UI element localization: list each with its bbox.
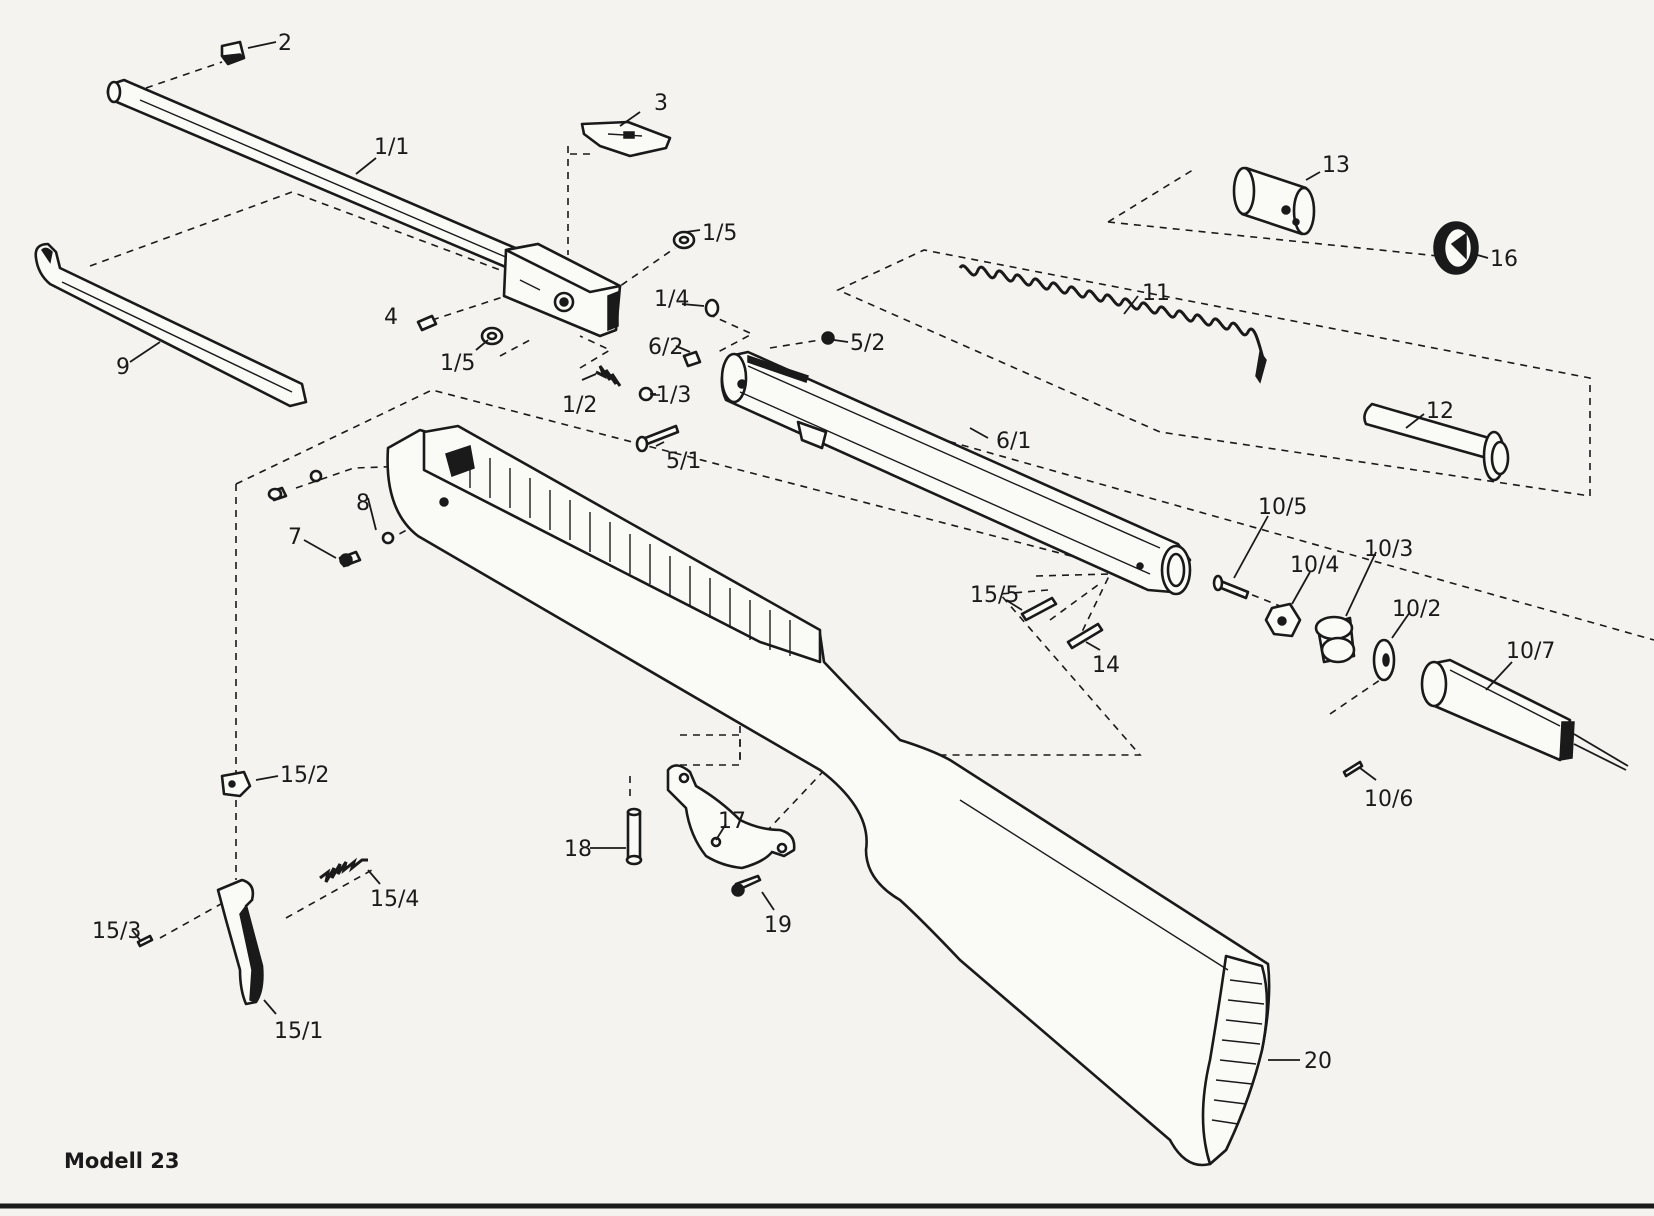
part-13-cylinder xyxy=(1232,166,1316,236)
label-12: 12 xyxy=(1426,399,1454,424)
pins-15-5-and-14 xyxy=(1020,596,1104,650)
part-11-mainspring xyxy=(958,264,1267,384)
label-5-1: 5/1 xyxy=(666,449,701,474)
label-10-4: 10/4 xyxy=(1290,553,1339,578)
parts-7-8-screws xyxy=(267,469,395,568)
trigger-guard-parts xyxy=(625,764,796,897)
label-8: 8 xyxy=(356,491,370,516)
leader-lines xyxy=(129,41,1513,1061)
label-1-5-lower: 1/5 xyxy=(440,351,475,376)
part-1-1-barrel xyxy=(106,78,622,338)
label-1-3: 1/3 xyxy=(656,383,691,408)
label-15-1: 15/1 xyxy=(274,1019,323,1044)
label-14: 14 xyxy=(1092,653,1120,678)
part-20-stock xyxy=(386,424,1271,1167)
label-5-2: 5/2 xyxy=(850,331,885,356)
model-caption: Modell 23 xyxy=(64,1149,180,1173)
label-4: 4 xyxy=(384,305,398,330)
label-15-4: 15/4 xyxy=(370,887,419,912)
label-19: 19 xyxy=(764,913,792,938)
label-16: 16 xyxy=(1490,247,1518,272)
label-9: 9 xyxy=(116,355,130,380)
trigger-group xyxy=(136,770,368,1006)
part-labels: 2 3 1/1 1/5 4 1/4 1/5 6/2 5/2 1/2 1/3 5/… xyxy=(92,31,1555,1074)
part-3-latch xyxy=(580,120,672,158)
label-2: 2 xyxy=(278,31,292,56)
label-3: 3 xyxy=(654,91,668,116)
label-7: 7 xyxy=(288,525,302,550)
part-6-1-compression-tube xyxy=(720,350,1192,596)
part-12-piston xyxy=(1363,402,1510,482)
label-6-1: 6/1 xyxy=(996,429,1031,454)
label-15-5: 15/5 xyxy=(970,583,1019,608)
part-9-cocking-lever xyxy=(34,242,308,408)
part-16-end-cap xyxy=(1433,221,1479,275)
label-13: 13 xyxy=(1322,153,1350,178)
part-10-group xyxy=(1212,574,1629,778)
butt-pad-hatching xyxy=(1211,979,1265,1125)
label-17: 17 xyxy=(718,809,746,834)
label-1-4: 1/4 xyxy=(654,287,689,312)
label-20: 20 xyxy=(1304,1049,1332,1074)
label-15-3: 15/3 xyxy=(92,919,141,944)
label-10-6: 10/6 xyxy=(1364,787,1413,812)
label-10-5: 10/5 xyxy=(1258,495,1307,520)
label-10-3: 10/3 xyxy=(1364,537,1413,562)
label-18: 18 xyxy=(564,837,592,862)
label-10-2: 10/2 xyxy=(1392,597,1441,622)
label-1-1: 1/1 xyxy=(374,135,409,160)
label-1-2: 1/2 xyxy=(562,393,597,418)
label-1-5-upper: 1/5 xyxy=(702,221,737,246)
label-11: 11 xyxy=(1142,281,1170,306)
label-6-2: 6/2 xyxy=(648,335,683,360)
part-2-sight xyxy=(220,40,246,66)
label-10-7: 10/7 xyxy=(1506,639,1555,664)
label-15-2: 15/2 xyxy=(280,763,329,788)
